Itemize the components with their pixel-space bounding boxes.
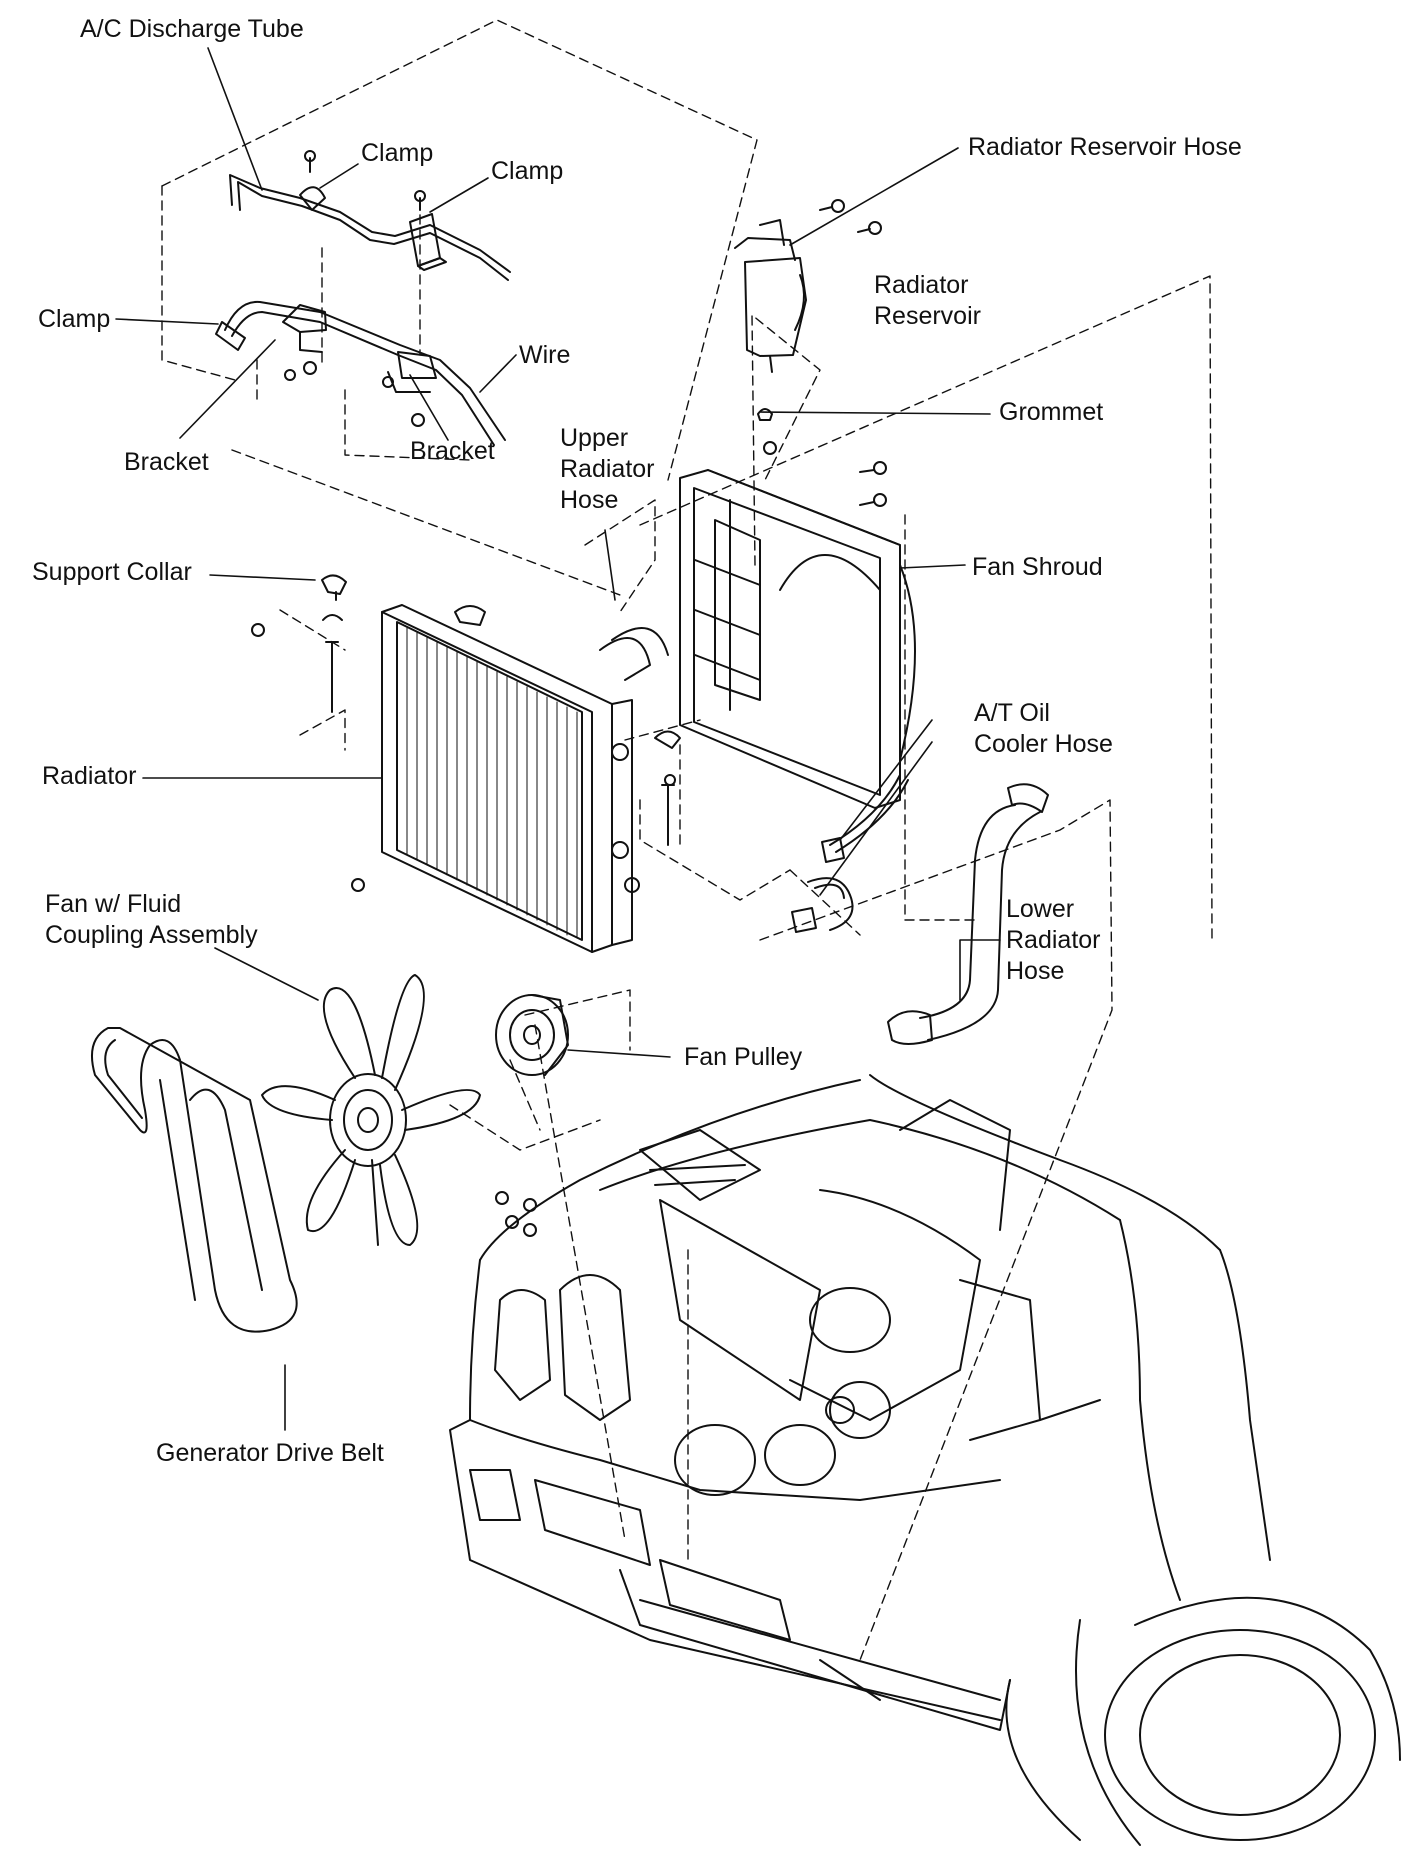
radiator-art (251, 574, 681, 953)
label-bracket-left: Bracket (124, 448, 209, 476)
label-radiator-reservoir-hose: Radiator Reservoir Hose (968, 133, 1242, 161)
fan-pulley-art (495, 994, 569, 1237)
generator-drive-belt-art (91, 1027, 298, 1333)
radiator-reservoir-art (734, 199, 882, 421)
label-grommet: Grommet (999, 398, 1104, 426)
vehicle-front-end-art (449, 1074, 1401, 1846)
label-fan-pulley: Fan Pulley (684, 1043, 803, 1071)
assembly-guide-lines (161, 19, 1213, 1661)
label-upper-radiator-hose: Upper Radiator Hose (560, 424, 655, 514)
fan-shroud-art (679, 441, 916, 809)
label-radiator-reservoir: Radiator Reservoir (874, 271, 981, 330)
label-ac-discharge-tube: A/C Discharge Tube (80, 15, 304, 43)
label-at-oil-cooler-hose: A/T Oil Cooler Hose (974, 699, 1113, 758)
lower-radiator-hose-art (887, 783, 1049, 1045)
fan-assembly-art (261, 974, 481, 1246)
leader-lines (115, 47, 1001, 1431)
wire-harness-art (215, 300, 506, 446)
label-wire: Wire (519, 341, 571, 369)
label-generator-drive-belt: Generator Drive Belt (156, 1439, 384, 1467)
label-fan-shroud: Fan Shroud (972, 553, 1103, 581)
label-clamp-upper-right: Clamp (491, 157, 564, 185)
label-bracket-center: Bracket (410, 437, 495, 465)
label-fan-fluid-coupling-assembly: Fan w/ Fluid Coupling Assembly (45, 890, 258, 949)
label-support-collar: Support Collar (32, 558, 192, 586)
label-lower-radiator-hose: Lower Radiator Hose (1006, 895, 1101, 985)
ac-discharge-tube-art (229, 150, 511, 281)
label-clamp-left: Clamp (38, 305, 111, 333)
label-radiator: Radiator (42, 762, 137, 790)
label-clamp-upper-left: Clamp (361, 139, 434, 167)
